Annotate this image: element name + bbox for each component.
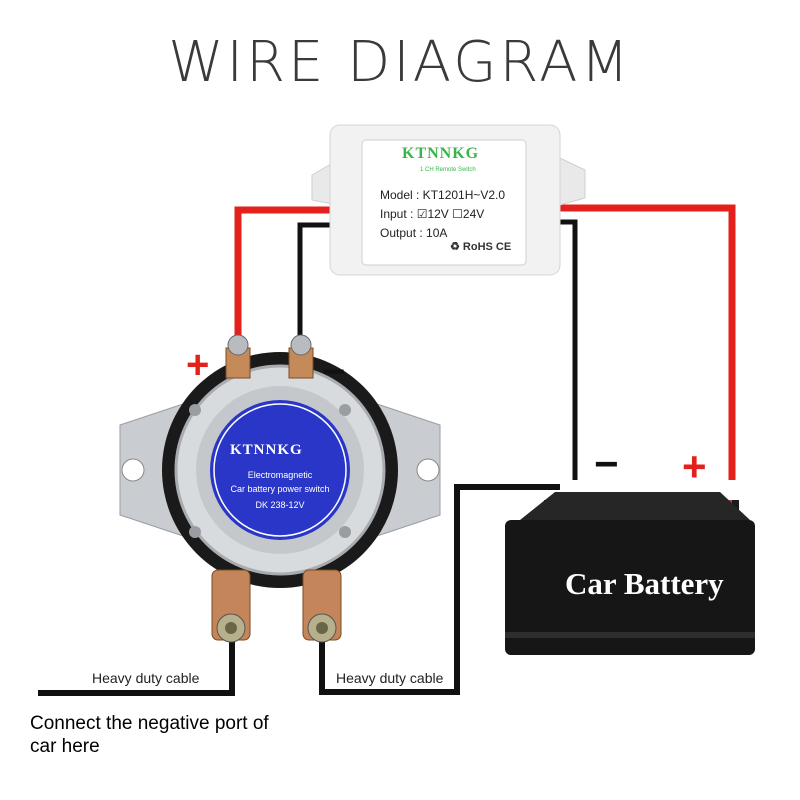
heavy-cable-label-left: Heavy duty cable xyxy=(92,670,200,686)
module-subtitle: 1 CH Remote Switch xyxy=(420,167,476,173)
module-brand: KTNNKG xyxy=(402,145,480,162)
solenoid-switch xyxy=(119,352,441,588)
car-battery xyxy=(505,492,755,655)
page-title: WIRE DIAGRAM xyxy=(168,30,632,95)
battery-label: Car Battery xyxy=(565,566,724,601)
battery-plus-sign: + xyxy=(682,443,707,490)
solenoid-minus-sign: − xyxy=(322,350,346,394)
battery-minus-sign: − xyxy=(594,440,619,487)
positive-wire-battery xyxy=(545,204,736,480)
solenoid-line2: Car battery power switch xyxy=(230,484,330,494)
solenoid-line1: Electromagnetic xyxy=(247,470,313,480)
module-input: Input : ☑12V ☐24V xyxy=(380,207,485,221)
heavy-cable-label-right: Heavy duty cable xyxy=(336,670,444,686)
solenoid-plus-sign: + xyxy=(186,343,210,387)
remote-switch-module xyxy=(311,124,586,276)
module-output: Output : 10A xyxy=(380,226,448,240)
positive-wire-solenoid xyxy=(234,206,345,348)
solenoid-top-terminals xyxy=(225,334,314,379)
solenoid-line3: DK 238-12V xyxy=(255,500,305,510)
solenoid-brand: KTNNKG xyxy=(230,442,303,458)
module-cert: ♻ RoHS CE xyxy=(450,241,512,253)
heavy-cable-left xyxy=(38,640,235,696)
module-model: Model : KT1201H~V2.0 xyxy=(380,188,506,202)
heavy-cable-right xyxy=(319,484,560,695)
solenoid-bottom-terminals xyxy=(211,569,342,643)
negative-port-note: Connect the negative port of car here xyxy=(30,713,269,757)
